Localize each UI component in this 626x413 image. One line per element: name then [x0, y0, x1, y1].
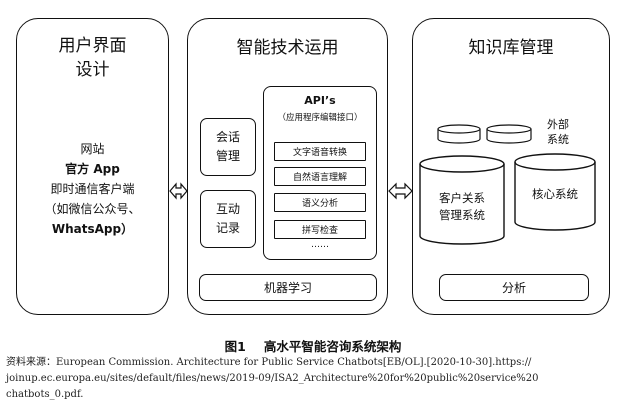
source-note: 资料来源：European Commission. Architecture f…: [6, 355, 618, 403]
crm-database-cylinder: [419, 155, 505, 245]
api-item-nlu: 自然语言理解: [274, 167, 366, 186]
external-db-cylinder-2: [486, 124, 532, 144]
api-more-ellipsis: ……: [311, 240, 329, 250]
knowledge-base-title: 知识库管理: [468, 38, 554, 58]
ui-item-im-client: 即时通信客户端: [50, 182, 135, 196]
ui-item-app: 官方 App: [65, 162, 120, 176]
tech-title: 智能技术运用: [236, 38, 339, 58]
api-item-tts: 文字语音转换: [274, 142, 366, 161]
external-system-label-2: 系统: [547, 133, 569, 146]
figure-caption: 图1 高水平智能咨询系统架构: [0, 336, 626, 355]
double-arrow-icon-left: [169, 182, 188, 200]
figure-number: 图1: [224, 339, 246, 354]
figure-title: 高水平智能咨询系统架构: [263, 339, 402, 354]
analysis-box: 分析: [439, 274, 589, 301]
crm-label: 客户关系 管理系统: [420, 190, 504, 224]
external-system-label: 外部 系统: [538, 117, 578, 147]
api-item-semantic: 语义分析: [274, 193, 366, 212]
crm-label-2: 管理系统: [439, 208, 485, 222]
session-management-label-1: 会话: [215, 130, 240, 144]
session-management-label-2: 管理: [215, 149, 240, 163]
ui-item-list: 网站 官方 App 即时通信客户端 （如微信公众号、 WhatsApp）: [17, 139, 168, 239]
ui-design-column: 用户界面 设计 网站 官方 App 即时通信客户端 （如微信公众号、 Whats…: [16, 18, 169, 315]
core-system-label: 核心系统: [532, 187, 578, 201]
api-title: API’s: [304, 94, 336, 107]
interaction-record-box: 互动 记录: [200, 190, 256, 248]
ui-design-title-line1: 用户界面: [58, 36, 127, 56]
ui-item-website: 网站: [80, 142, 105, 156]
interaction-record-label-2: 记录: [215, 221, 240, 235]
ui-item-whatsapp: WhatsApp）: [51, 222, 134, 236]
double-arrow-icon-right: [388, 182, 413, 200]
external-db-cylinder-1: [437, 124, 481, 144]
source-line-2[interactable]: joinup.ec.europa.eu/sites/default/files/…: [6, 373, 539, 384]
api-subtitle: （应用程序编辑接口）: [277, 113, 363, 123]
source-line-1: 资料来源：European Commission. Architecture f…: [6, 357, 532, 368]
interaction-record-label-1: 互动: [215, 202, 240, 216]
crm-label-1: 客户关系: [439, 191, 485, 205]
ui-item-wechat: （如微信公众号、: [44, 202, 141, 216]
api-item-spelling: 拼写检查: [274, 220, 366, 239]
ui-design-title-line2: 设计: [75, 60, 110, 80]
machine-learning-box: 机器学习: [199, 274, 377, 301]
session-management-box: 会话 管理: [200, 118, 256, 176]
source-line-3[interactable]: chatbots_0.pdf.: [6, 389, 84, 400]
knowledge-base-column: 知识库管理: [412, 18, 610, 315]
external-system-label-1: 外部: [547, 118, 569, 131]
core-system-database-cylinder: [514, 153, 596, 231]
